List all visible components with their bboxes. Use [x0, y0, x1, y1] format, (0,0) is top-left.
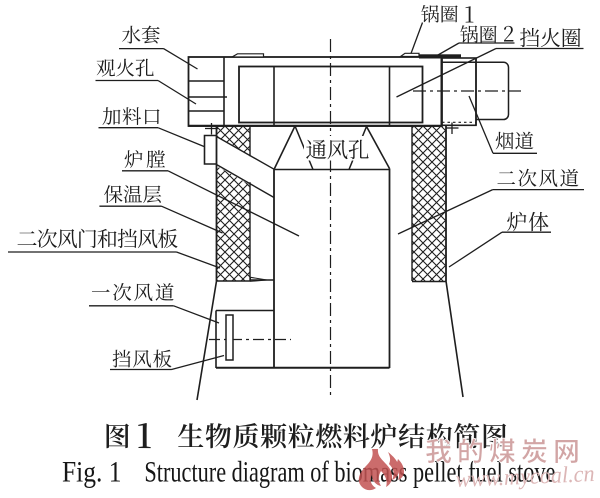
svg-text:Fig. 1: Fig. 1 [62, 456, 122, 489]
svg-text:Structure diagram of biomass p: Structure diagram of biomass pellet fuel… [144, 456, 555, 489]
svg-text:www.mycoal.cn: www.mycoal.cn [455, 461, 595, 492]
